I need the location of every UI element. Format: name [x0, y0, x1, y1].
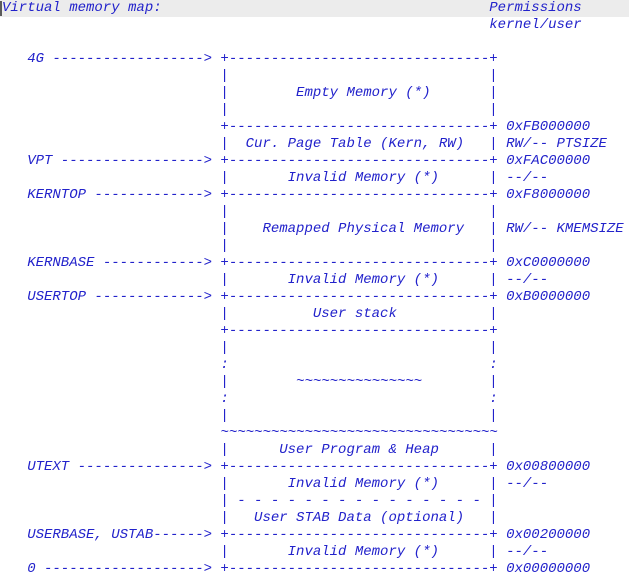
- code-line: 4G ------------------> +----------------…: [2, 51, 498, 67]
- code-line: +-------------------------------+: [2, 323, 498, 339]
- code-line: KERNTOP -------------> +----------------…: [2, 187, 591, 203]
- code-line: | Empty Memory (*) |: [2, 85, 498, 101]
- code-line: [0, 34, 629, 51]
- code-line: | Cur. Page Table (Kern, RW) | RW/-- PTS…: [2, 136, 607, 152]
- code-line: VPT -----------------> +----------------…: [2, 153, 591, 169]
- code-line: | |: [2, 408, 498, 424]
- code-line: | Invalid Memory (*) | --/--: [2, 272, 549, 288]
- code-line: : :: [2, 391, 498, 407]
- code-line: | Invalid Memory (*) | --/--: [2, 170, 549, 186]
- code-line: : :: [2, 357, 498, 373]
- code-line: UTEXT ---------------> +----------------…: [2, 459, 591, 475]
- current-line-highlight: [0, 0, 629, 17]
- code-line: | ~~~~~~~~~~~~~~~ |: [2, 374, 498, 390]
- code-line: +-------------------------------+ 0xFB00…: [2, 119, 591, 135]
- code-line: 0 -------------------> +----------------…: [2, 561, 591, 576]
- code-line: ~~~~~~~~~~~~~~~~~~~~~~~~~~~~~~~~~: [2, 425, 498, 441]
- code-line: | Invalid Memory (*) | --/--: [2, 544, 549, 560]
- code-line: | |: [2, 340, 498, 356]
- text-caret: [0, 1, 2, 16]
- code-line: Virtual memory map: Permissions: [2, 0, 582, 16]
- code-line: | Remapped Physical Memory | RW/-- KMEMS…: [2, 221, 624, 237]
- code-line: | |: [2, 68, 498, 84]
- code-line: kernel/user: [2, 17, 582, 33]
- code-line: | |: [2, 238, 498, 254]
- code-line: | Invalid Memory (*) | --/--: [2, 476, 549, 492]
- code-line: | |: [2, 204, 498, 220]
- code-line: | |: [2, 102, 498, 118]
- code-line: | - - - - - - - - - - - - - - - |: [2, 493, 498, 509]
- code-line: | User stack |: [2, 306, 498, 322]
- code-line: | User Program & Heap |: [2, 442, 498, 458]
- code-line: USERBASE, USTAB------> +----------------…: [2, 527, 591, 543]
- code-line: USERTOP -------------> +----------------…: [2, 289, 591, 305]
- code-line: | User STAB Data (optional) |: [2, 510, 498, 526]
- code-line: KERNBASE ------------> +----------------…: [2, 255, 591, 271]
